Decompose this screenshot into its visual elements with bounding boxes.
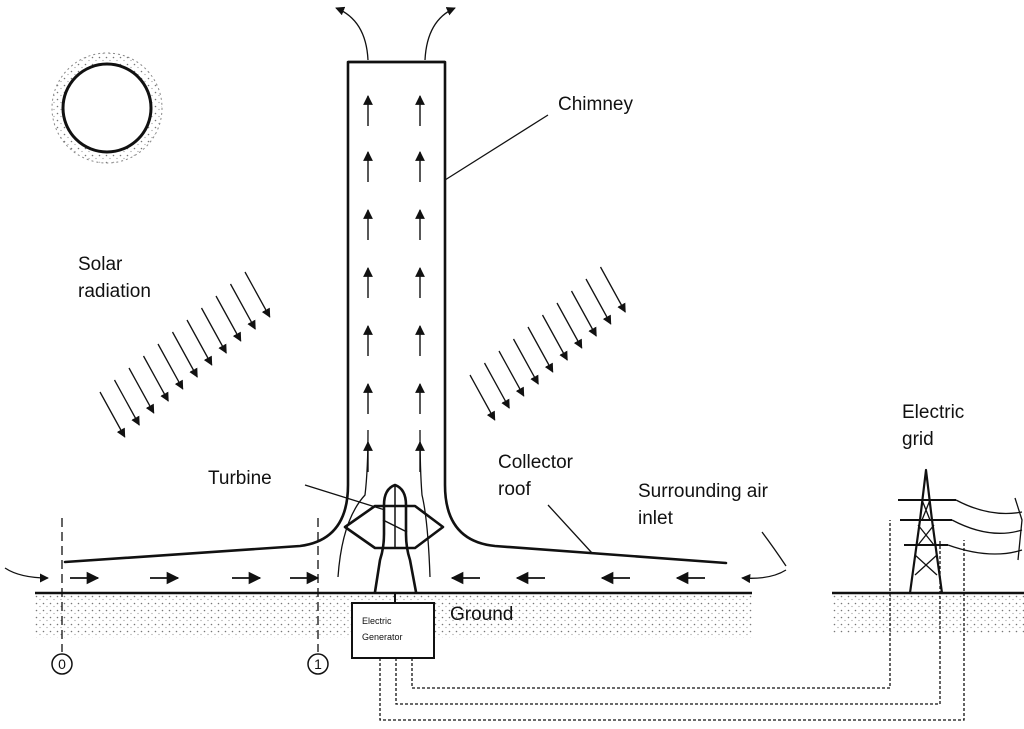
station-1-label: 1 [314,656,322,672]
flow-arrow [527,326,554,373]
generator-label-2: Generator [362,632,403,642]
ground-label: Ground [450,604,513,625]
flow-arrow [244,271,271,318]
leader-lines [304,114,593,554]
flow-arrow [512,338,539,385]
flow-arrow [171,331,198,378]
solar-radiation-arrows-icon [99,271,271,438]
electric-grid-label-2: grid [902,429,934,450]
sun-icon [51,52,163,164]
ground [35,591,1024,638]
collector-roof-label-2: roof [498,479,531,500]
transmission-tower-icon [898,468,1023,595]
station-0: 0 [51,518,73,675]
turbine-label: Turbine [208,468,272,489]
surrounding-air-label-1: Surrounding air [638,481,769,502]
flow-arrow [483,362,510,409]
electric-grid-label-1: Electric [902,402,964,423]
flow-arrow [556,302,583,349]
generator-label-1: Electric [362,616,392,626]
electric-generator: Electric Generator [351,602,435,659]
flow-arrow [186,319,213,366]
flow-arrow [128,367,155,414]
solar-radiation-arrows-icon [469,266,626,421]
flow-arrow [585,278,612,325]
exhaust-arrows [335,6,456,61]
collector-roof-label-1: Collector [498,452,574,473]
flow-arrow [157,343,184,390]
power-cables [379,520,965,721]
flow-arrow [142,355,169,402]
surrounding-air-label-2: inlet [638,508,674,529]
chimney-label: Chimney [558,94,633,115]
flow-arrow [498,350,525,397]
station-0-label: 0 [58,656,66,672]
flow-arrow [113,379,140,426]
updraft-arrows [363,95,425,472]
flow-arrow [99,391,126,438]
flow-arrow [570,290,597,337]
flow-arrow [599,266,626,313]
solar-radiation-label-2: radiation [78,281,151,302]
station-1: 1 [307,518,329,675]
flow-arrow [541,314,568,361]
flow-arrow [469,374,496,421]
flow-arrow [200,307,227,354]
inlet-arrows [4,531,787,584]
solar-radiation-label-1: Solar [78,254,123,275]
flow-arrow [229,283,256,330]
flow-arrow [215,295,242,342]
